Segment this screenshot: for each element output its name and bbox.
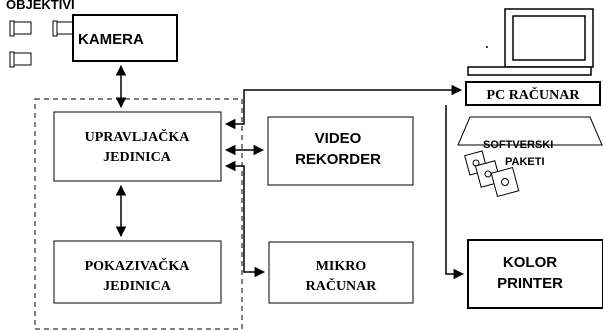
micro-computer-label-line1: MIKRO bbox=[316, 259, 367, 274]
software-label-line1: SOFTVERSKI bbox=[483, 139, 553, 151]
color-printer-box bbox=[468, 240, 603, 308]
video-recorder-label-line1: VIDEO bbox=[315, 130, 362, 147]
display-unit-label-line1: POKAZIVAČKA bbox=[85, 257, 191, 274]
monitor-icon bbox=[468, 9, 593, 75]
color-printer-label-line1: KOLOR bbox=[503, 254, 557, 271]
pc-computer-label: PC RAČUNAR bbox=[487, 86, 581, 103]
objective-label: OBJEKTIVI bbox=[6, 0, 75, 12]
camera-label: KAMERA bbox=[78, 31, 144, 48]
software-label-line2: PAKETI bbox=[505, 156, 545, 168]
control-unit-box bbox=[54, 112, 221, 181]
micro-computer-label-line2: RAČUNAR bbox=[306, 277, 378, 294]
lens-icon-3 bbox=[10, 52, 31, 67]
color-printer-label-line2: PRINTER bbox=[497, 275, 563, 292]
lens-icon-2 bbox=[53, 21, 74, 36]
video-recorder-label-line2: REKORDER bbox=[295, 151, 381, 168]
disk-icon-3 bbox=[491, 168, 518, 197]
lens-icon-1 bbox=[10, 21, 31, 36]
control-micro-arrow bbox=[226, 166, 264, 272]
pc-printer-arrow bbox=[446, 105, 463, 274]
control-unit-label-line1: UPRAVLJAČKA bbox=[85, 128, 191, 145]
dust-dot bbox=[486, 46, 488, 48]
display-unit-label-line2: JEDINICA bbox=[103, 279, 172, 294]
control-unit-label-line2: JEDINICA bbox=[103, 150, 172, 165]
